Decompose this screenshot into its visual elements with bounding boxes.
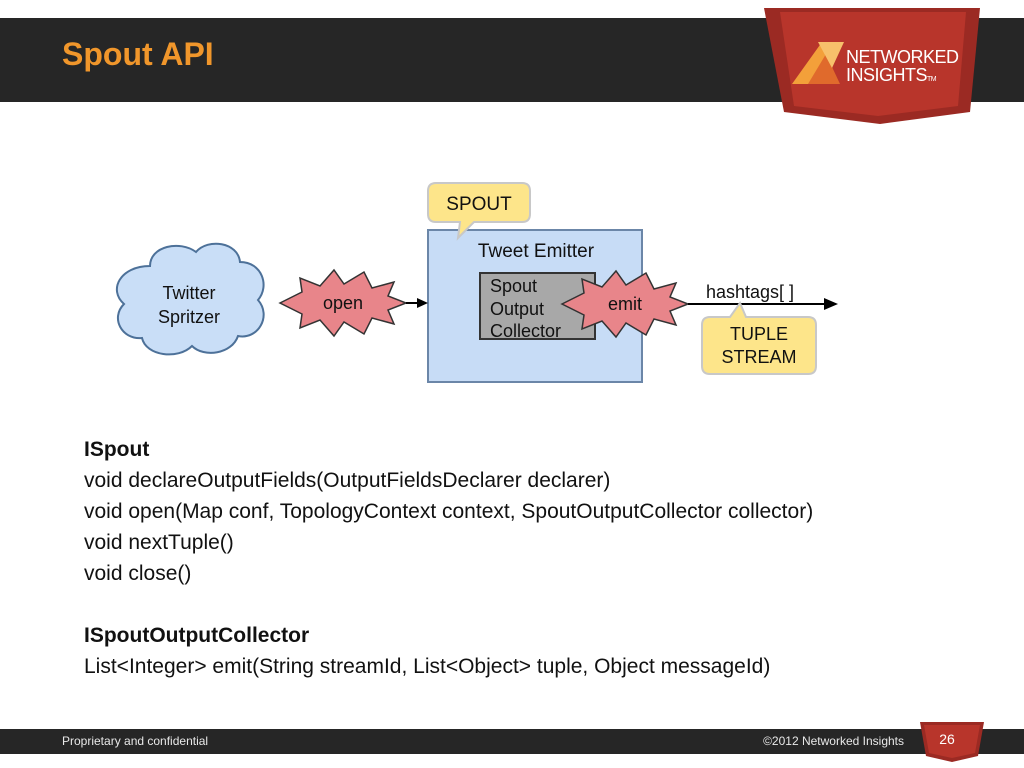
tuple-stream-callout [701, 300, 817, 375]
method-emit: List<Integer> emit(String streamId, List… [84, 655, 771, 678]
output-arrowhead [824, 298, 838, 310]
logo-line2: INSIGHTS [846, 65, 928, 85]
spout-callout [427, 182, 531, 241]
logo-tab [764, 8, 980, 124]
spout-diagram: Tweet Emitter SPOUT Spout Output Collect… [115, 182, 838, 383]
method-open: void open(Map conf, TopologyContext cont… [84, 500, 814, 523]
footer-confidential: Proprietary and confidential [62, 734, 209, 748]
open-burst-label: open [323, 293, 363, 313]
twitter-spritzer-cloud [115, 242, 265, 356]
method-declare-output-fields: void declareOutputFields(OutputFieldsDec… [84, 469, 611, 492]
ispout-output-collector-heading: ISpoutOutputCollector [84, 624, 310, 647]
method-next-tuple: void nextTuple() [84, 531, 234, 554]
open-arrowhead [417, 298, 428, 308]
footer-copyright: ©2012 Networked Insights [763, 734, 904, 748]
slide-title: Spout API [62, 36, 214, 72]
networked-insights-logo-mark-icon [792, 42, 844, 84]
logo-line1: NETWORKED [846, 47, 959, 67]
cloud-line2: Spritzer [158, 307, 220, 327]
ispout-heading: ISpout [84, 438, 150, 461]
page-number: 26 [939, 731, 955, 747]
cloud-line1: Twitter [162, 283, 215, 303]
tuple-callout-line2: STREAM [721, 347, 796, 367]
footer-bar [0, 729, 1024, 754]
method-close: void close() [84, 562, 192, 585]
collector-line2: Output [490, 299, 544, 319]
output-label: hashtags[ ] [706, 282, 794, 302]
tuple-callout-line1: TUPLE [730, 324, 788, 344]
section-gap [84, 589, 964, 620]
collector-line1: Spout [490, 276, 537, 296]
page-number-tab [920, 722, 984, 762]
logo-wordmark: NETWORKED INSIGHTSTM [846, 48, 959, 89]
spout-callout-label: SPOUT [446, 194, 512, 215]
logo-trademark: TM [927, 76, 937, 83]
tweet-emitter-title: Tweet Emitter [478, 241, 595, 262]
api-content: ISpout void declareOutputFields(OutputFi… [84, 434, 964, 682]
emit-burst-label: emit [608, 294, 642, 314]
collector-line3: Collector [490, 321, 561, 341]
